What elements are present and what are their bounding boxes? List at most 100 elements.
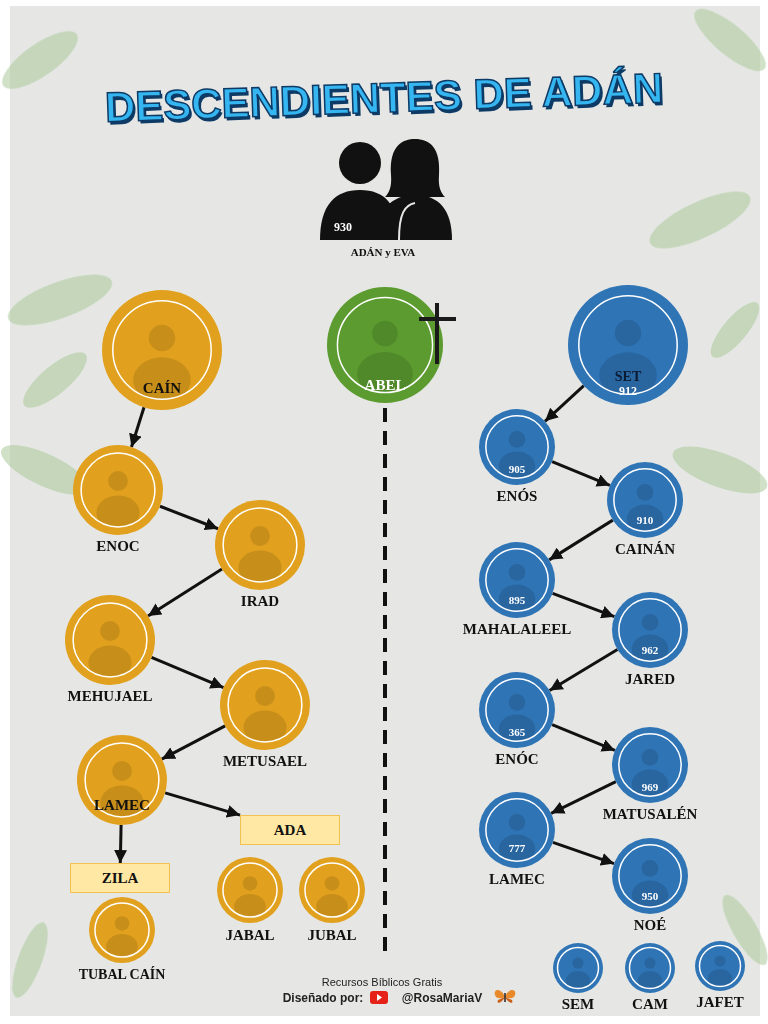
age-number: 777 — [509, 842, 526, 854]
person-circle: 969MATUSALÉN — [612, 727, 688, 803]
circle-outline — [612, 838, 688, 914]
circle-outline — [479, 792, 555, 868]
descent-arrow — [162, 726, 225, 759]
circle-outline — [89, 897, 155, 963]
age-number: 930 — [334, 221, 352, 234]
leaf-decoration — [0, 0, 768, 1002]
circle-outline — [73, 445, 163, 535]
person-icon — [96, 471, 139, 529]
name-text: ENÓC — [495, 751, 538, 768]
person-icon — [638, 958, 662, 991]
paper-ground — [10, 6, 760, 1016]
name-text: NOÉ — [634, 917, 667, 934]
name-text: JARED — [625, 671, 675, 688]
circle-outline — [695, 941, 745, 991]
circle-outline — [479, 542, 555, 618]
person-circle: CAÍN — [102, 290, 222, 410]
wife-label-box: ZILA — [70, 863, 170, 893]
descent-arrow — [549, 520, 613, 560]
name-text: CAINÁN — [615, 541, 675, 558]
person-circle: 905ENÓS — [479, 409, 555, 485]
descent-arrow — [151, 657, 223, 687]
name-text: TUBAL CAÍN — [79, 967, 166, 982]
person-icon — [632, 749, 668, 798]
person-circle: JUBAL — [299, 857, 365, 923]
person-circle: 365ENÓC — [479, 672, 555, 748]
person-icon — [627, 484, 663, 533]
death-cross — [419, 303, 456, 364]
parents-figure: 930ADÁN y EVA — [315, 135, 455, 240]
name-text: CAÍN — [143, 380, 181, 397]
descent-arrow — [165, 793, 240, 815]
name-text: ADA — [274, 822, 307, 839]
person-icon — [499, 814, 535, 863]
person-icon — [234, 876, 266, 919]
person-icon — [708, 956, 732, 989]
person-icon — [499, 694, 535, 743]
name-text: JAFET — [696, 994, 744, 1011]
person-icon — [499, 431, 535, 480]
name-text: SEM — [562, 996, 595, 1013]
age-number: 969 — [642, 781, 659, 793]
circle-outline — [65, 595, 155, 685]
circle-outline — [553, 943, 603, 993]
name-text: CAM — [632, 996, 668, 1013]
person-circle: MEHUJAEL — [65, 595, 155, 685]
name-text: MAHALALEEL — [463, 621, 571, 638]
descent-arrow — [552, 462, 610, 486]
person-circle: LAMEC — [77, 735, 167, 825]
name-text: ZILA — [102, 870, 139, 887]
person-icon — [599, 320, 657, 398]
person-circle: 950NOÉ — [612, 838, 688, 914]
credit-text: Recursos Bíblicos Gratis — [322, 976, 442, 988]
dashed-divider — [383, 408, 387, 952]
credit-text: @RosaMariaV — [402, 991, 482, 1005]
person-circle: ENOC — [73, 445, 163, 535]
name-text: SET — [615, 369, 641, 384]
person-icon — [632, 860, 668, 909]
name-text: LAMEC — [94, 797, 150, 814]
name-text: ABEL — [365, 377, 406, 394]
age-number: 895 — [509, 594, 526, 606]
person-icon — [566, 958, 590, 991]
person-icon — [632, 614, 668, 663]
person-circle: 777LAMEC — [479, 792, 555, 868]
circle-outline — [299, 857, 365, 923]
person-icon — [133, 325, 191, 403]
age-number: 912 — [619, 385, 637, 398]
descent-arrow — [550, 650, 618, 691]
name-text: LAMEC — [489, 871, 545, 888]
person-circle: 895MAHALALEEL — [479, 542, 555, 618]
circle-outline — [215, 500, 305, 590]
person-circle: ABEL — [327, 287, 443, 403]
descent-arrow — [553, 842, 614, 863]
descent-arrow — [545, 386, 584, 422]
person-circle: 910CAINÁN — [607, 462, 683, 538]
wife-label-box: ADA — [240, 815, 340, 845]
descent-arrow — [553, 593, 615, 616]
person-circle: TUBAL CAÍN — [89, 897, 155, 963]
descent-arrow — [131, 407, 144, 447]
person-icon — [357, 321, 413, 396]
circle-outline — [607, 462, 683, 538]
youtube-icon — [370, 991, 388, 1004]
name-text: ADÁN y EVA — [351, 246, 416, 258]
person-circle: IRAD — [215, 500, 305, 590]
name-text: ENÓS — [497, 488, 538, 505]
name-text: MEHUJAEL — [67, 688, 152, 705]
person-icon — [243, 686, 286, 745]
person-circle: JAFET — [695, 941, 745, 991]
person-circle: CAM — [625, 943, 675, 993]
name-text: JUBAL — [307, 927, 356, 944]
person-circle: JABAL — [217, 857, 283, 923]
circle-outline — [612, 592, 688, 668]
circle-outline — [625, 943, 675, 993]
name-text: IRAD — [241, 593, 279, 610]
couple-silhouette — [320, 139, 452, 240]
descent-arrow — [148, 569, 222, 616]
age-number: 905 — [509, 463, 526, 475]
person-circle: SEM — [553, 943, 603, 993]
circle-outline — [220, 660, 310, 750]
